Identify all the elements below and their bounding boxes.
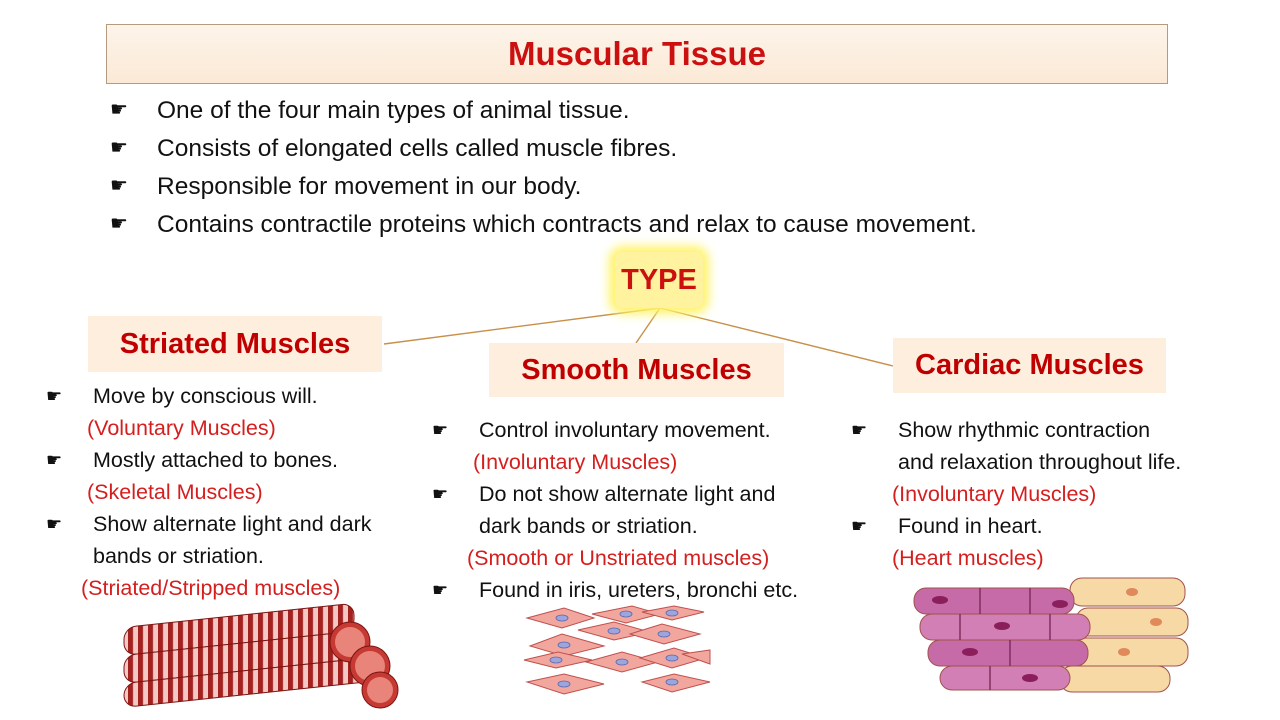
- page-title: Muscular Tissue: [508, 35, 766, 72]
- pointing-hand-icon: ☛: [432, 580, 449, 600]
- pointing-hand-icon: ☛: [46, 386, 63, 406]
- pointing-hand-icon: ☛: [46, 450, 63, 470]
- connector-striated: [383, 307, 661, 345]
- pointing-hand-icon: ☛: [110, 213, 128, 235]
- cardiac-heading: Cardiac Muscles: [893, 338, 1166, 393]
- cardiac-muscle-illustration: [913, 577, 1189, 693]
- pointing-hand-icon: ☛: [432, 484, 449, 504]
- pointing-hand-icon: ☛: [110, 99, 128, 121]
- pointing-hand-icon: ☛: [851, 516, 868, 536]
- type-label: TYPE: [615, 252, 703, 308]
- pointing-hand-icon: ☛: [851, 420, 868, 440]
- pointing-hand-icon: ☛: [110, 137, 128, 159]
- striated-heading: Striated Muscles: [88, 316, 382, 372]
- striated-muscle-illustration: [123, 603, 399, 709]
- smooth-muscle-illustration: [523, 605, 711, 695]
- connector-cardiac: [659, 307, 894, 367]
- title-banner: Muscular Tissue: [106, 24, 1168, 84]
- pointing-hand-icon: ☛: [110, 175, 128, 197]
- pointing-hand-icon: ☛: [432, 420, 449, 440]
- smooth-heading: Smooth Muscles: [489, 343, 784, 397]
- pointing-hand-icon: ☛: [46, 514, 63, 534]
- connector-smooth: [635, 307, 661, 344]
